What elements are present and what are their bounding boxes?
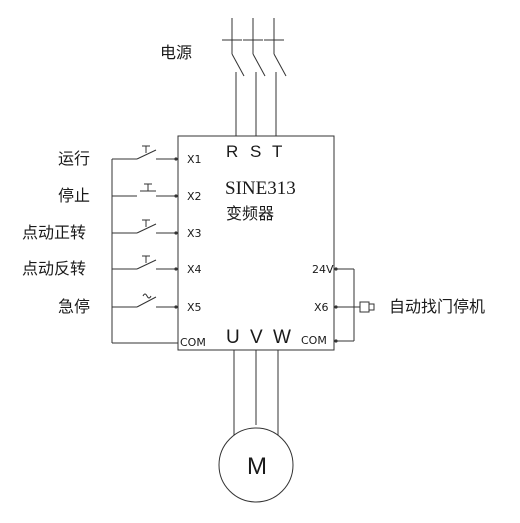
inverter-name: 变频器 [226, 204, 274, 223]
terminal-x3: X3 [187, 227, 202, 240]
power-breaker [222, 18, 287, 136]
terminal-x5: X5 [187, 301, 202, 314]
phase-t-label: T [272, 142, 282, 161]
terminal-x1: X1 [187, 153, 202, 166]
phase-s-label: S [250, 142, 261, 161]
emergency-stop-switch [112, 293, 178, 309]
motor-label: M [247, 453, 267, 480]
input-estop-label: 急停 [58, 297, 90, 316]
terminal-com-left: COM [180, 336, 206, 349]
jog-forward-switch [112, 219, 178, 235]
proximity-sensor-icon [359, 301, 375, 313]
stop-switch [112, 183, 178, 198]
run-switch [112, 145, 178, 161]
sensor-label: 自动找门停机 [389, 297, 485, 316]
inverter-box [177, 135, 335, 351]
output-v-label: V [250, 327, 263, 348]
input-jog-forward-label: 点动正转 [22, 223, 86, 242]
terminal-24v: 24V [312, 263, 334, 276]
terminal-x6: X6 [314, 301, 329, 314]
power-label: 电源 [160, 43, 192, 62]
sensor-wiring [334, 267, 360, 343]
terminal-x2: X2 [187, 190, 202, 203]
input-jog-reverse-label: 点动反转 [22, 259, 86, 278]
inverter-model: SINE313 [225, 178, 296, 199]
motor-wiring [233, 350, 279, 440]
terminal-com-right: COM [301, 334, 327, 347]
terminal-x4: X4 [187, 263, 202, 276]
input-stop-label: 停止 [58, 186, 90, 205]
motor-icon [218, 427, 294, 503]
input-run-label: 运行 [58, 149, 90, 168]
jog-reverse-switch [112, 255, 178, 271]
output-w-label: W [273, 327, 291, 348]
phase-r-label: R [226, 142, 238, 161]
output-u-label: U [226, 327, 240, 348]
